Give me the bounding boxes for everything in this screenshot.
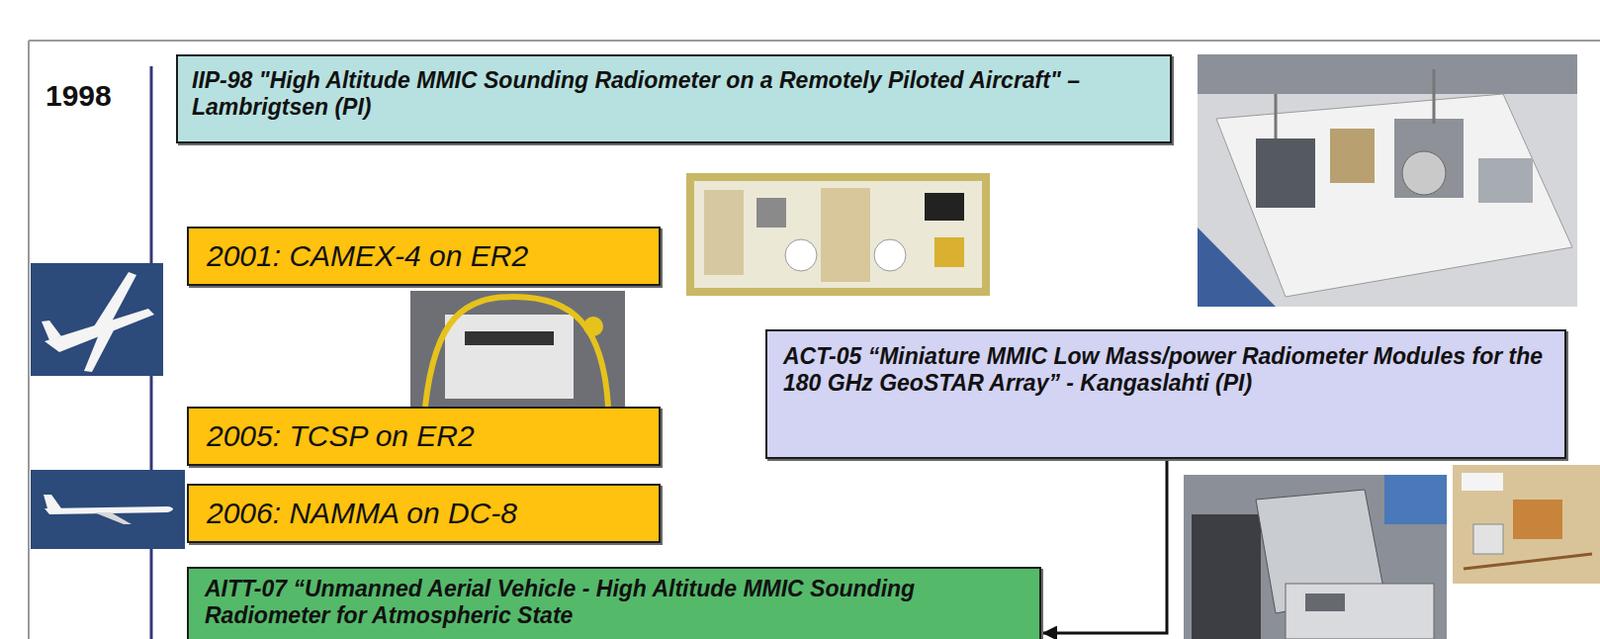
box-text: IIP-98 "High Altitude MMIC Sounding Radi… [191,67,1156,121]
year-label: 1998 [45,79,112,113]
photo-panel [444,314,574,399]
photo-component [756,197,787,228]
photo-cable [425,296,609,407]
proposal-box: ACT-05 “Miniature MMIC Low Mass/power Ra… [765,329,1567,459]
photo-plate [1216,93,1573,297]
photo-component [1191,514,1261,639]
aircraft-tail [41,320,62,341]
photo-component [1255,138,1316,208]
photo-background [1384,474,1447,525]
connector-arrow [1042,458,1167,633]
hardware-photo [1197,54,1578,307]
photo-component [820,187,871,282]
photo-component [934,237,965,267]
icon-ground [30,263,164,376]
instrument-photo [410,290,625,407]
photo-background [1197,54,1578,94]
photo-component [583,316,604,337]
module-photo [1452,464,1600,584]
photo-frame [686,173,990,296]
proposal-box: IIP-98 "High Altitude MMIC Sounding Radi… [176,54,1172,144]
panel-frame [28,39,1600,42]
photo-component [874,239,906,271]
box-text: 2005: TCSP on ER2 [206,419,641,453]
campaign-box: 2005: TCSP on ER2 [186,406,661,466]
campaign-box: 2006: NAMMA on DC-8 [186,483,661,543]
panel-frame [27,40,30,639]
photo-component [1512,499,1563,539]
photo-component [924,192,965,221]
lab-photo [1183,474,1447,639]
photo-ground [410,290,625,407]
photo-cable [1463,553,1593,569]
aircraft-wing [93,512,132,525]
photo-rod [1432,69,1436,124]
photo-component [1394,118,1464,198]
aircraft-tail [43,494,62,509]
photo-ground [1183,474,1447,639]
aircraft-wing [93,271,137,327]
box-text: AITT-07 “Unmanned Aerial Vehicle - High … [204,575,1024,629]
circuit-photo [686,173,990,296]
photo-component [1461,472,1504,491]
photo-component [1305,593,1345,612]
photo-ground [1197,54,1578,307]
icon-ground [30,469,185,549]
photo-component [464,331,554,346]
photo-board [694,180,982,288]
photo-component [1285,583,1434,639]
photo-component [1330,128,1375,183]
photo-component [1478,158,1533,203]
photo-component [1473,524,1504,554]
photo-component [785,239,817,271]
box-text: 2006: NAMMA on DC-8 [206,496,641,531]
aircraft-icon [30,263,164,376]
box-text: 2001: CAMEX-4 on ER2 [206,239,641,273]
photo-component [704,189,744,275]
photo-component [1402,151,1446,195]
photo-ground [1452,464,1600,584]
campaign-box: 2001: CAMEX-4 on ER2 [186,226,661,286]
photo-rod [1274,93,1278,139]
aircraft-wing [84,330,114,372]
proposal-box: AITT-07 “Unmanned Aerial Vehicle - High … [186,566,1042,639]
box-text: ACT-05 “Miniature MMIC Low Mass/power Ra… [783,343,1549,397]
aircraft-icon [30,469,185,549]
